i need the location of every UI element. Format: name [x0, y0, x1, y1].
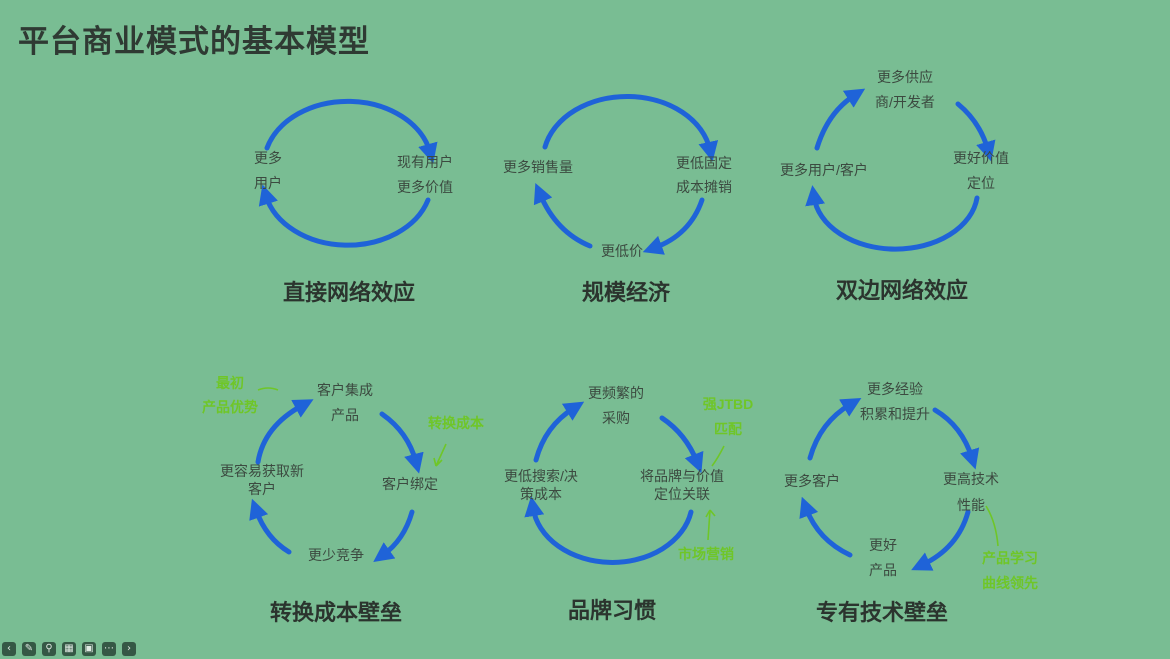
annotation-label: 曲线领先: [982, 575, 1038, 591]
node-label: 采购: [602, 410, 630, 426]
cycle-arrow: [932, 407, 980, 470]
pen-icon[interactable]: ✎: [22, 642, 36, 656]
presentation-toolbar: ‹ ✎ ⚲ ▦ ▣ ⋯ ›: [0, 639, 152, 659]
next-icon[interactable]: ›: [122, 642, 136, 656]
model-caption: 规模经济: [582, 280, 671, 305]
node-label: 商/开发者: [875, 94, 935, 110]
node-label: 性能: [957, 497, 985, 513]
node-label: 客户: [248, 481, 276, 497]
node-label: 更容易获取新: [220, 463, 304, 479]
cycle-arrow: [255, 399, 314, 465]
annotation-pointer: [257, 387, 279, 391]
model-economies-of-scale: 更多销售量 更低固定 成本摊销 更低价 规模经济: [503, 93, 732, 305]
annotation-pointer: [711, 445, 725, 467]
model-caption: 品牌习惯: [568, 598, 656, 623]
cycle-arrow: [814, 88, 866, 151]
model-caption: 双边网络效应: [836, 278, 968, 303]
annotation-label: 强JTBD: [703, 396, 754, 412]
node-label: 更多销售量: [503, 159, 573, 175]
node-label: 更多供应: [877, 69, 933, 85]
model-switching-cost-barrier: 客户集成 产品 客户绑定 更少竞争 更容易获取新 客户 最初 产品优势 转换成本…: [202, 375, 485, 625]
node-label: 产品: [869, 562, 897, 578]
cycle-arrow: [373, 509, 415, 562]
zoom-icon[interactable]: ⚲: [42, 642, 56, 656]
cycle-arrow: [249, 498, 292, 555]
model-caption: 专有技术壁垒: [816, 600, 948, 625]
node-label: 更低固定: [676, 155, 732, 171]
prev-icon[interactable]: ‹: [2, 642, 16, 656]
node-label: 策成本: [520, 486, 562, 502]
annotation-label: 产品学习: [982, 550, 1038, 566]
node-label: 更少竞争: [308, 547, 364, 563]
more-icon[interactable]: ⋯: [102, 642, 116, 656]
node-label: 更低搜索/决: [504, 468, 578, 484]
model-caption: 直接网络效应: [283, 280, 415, 305]
node-label: 客户集成: [317, 382, 373, 398]
cycle-arrow: [533, 182, 593, 249]
camera-icon[interactable]: ▣: [82, 642, 96, 656]
annotation-label: 最初: [216, 375, 244, 391]
node-label: 积累和提升: [860, 406, 930, 422]
cycle-arrow: [258, 184, 431, 248]
annotation-pointer: [985, 505, 999, 547]
node-label: 产品: [331, 407, 359, 423]
model-two-sided-network-effect: 更多供应 商/开发者 更好价值 定位 更多用户/客户 双边网络效应: [780, 69, 1009, 303]
cycle-arrow: [542, 93, 719, 162]
node-label: 更好价值: [953, 150, 1009, 166]
node-label: 更多: [254, 150, 282, 166]
cycle-arrow: [642, 197, 705, 255]
node-label: 更高技术: [943, 471, 999, 487]
annotation-label: 匹配: [714, 421, 742, 437]
node-label: 成本摊销: [676, 179, 732, 195]
node-label: 定位: [967, 175, 995, 191]
node-label: 更频繁的: [588, 385, 644, 401]
annotation-label: 市场营销: [678, 546, 734, 562]
model-proprietary-tech-barrier: 更多经验 积累和提升 更高技术 性能 更好 产品 更多客户 产品学习 曲线领先 …: [784, 381, 1038, 625]
node-label: 更多客户: [784, 473, 840, 489]
slide-title: 平台商业模式的基本模型: [18, 24, 370, 59]
annotation-label: 转换成本: [428, 415, 485, 431]
node-label: 将品牌与价值: [640, 468, 724, 484]
node-label: 定位关联: [654, 486, 710, 502]
node-label: 更低价: [601, 243, 643, 259]
model-direct-network-effect: 更多 用户 现有用户 更多价值 直接网络效应: [254, 98, 453, 305]
cycle-arrow: [659, 415, 704, 474]
cycle-arrow: [799, 496, 853, 558]
model-brand-habit: 更频繁的 采购 将品牌与价值 定位关联 更低搜索/决 策成本 强JTBD 匹配 …: [504, 385, 753, 623]
cycle-arrow: [805, 185, 980, 252]
node-label: 更多用户/客户: [780, 162, 868, 178]
cycle-arrow: [807, 397, 862, 461]
node-label: 更好: [869, 537, 897, 553]
cycle-arrow: [524, 496, 694, 565]
annotation-pointer: [705, 509, 716, 541]
cycle-arrow: [533, 401, 585, 463]
cycle-arrow: [955, 101, 996, 162]
cycle-arrow: [379, 411, 424, 474]
model-caption: 转换成本壁垒: [270, 600, 402, 625]
node-label: 现有用户: [397, 154, 453, 170]
node-label: 客户绑定: [382, 476, 438, 492]
cycle-arrow: [264, 98, 438, 164]
annotation-pointer: [433, 443, 447, 467]
node-label: 用户: [254, 175, 282, 191]
slides-icon[interactable]: ▦: [62, 642, 76, 656]
node-label: 更多价值: [397, 179, 453, 195]
node-label: 更多经验: [867, 381, 923, 397]
annotation-label: 产品优势: [202, 399, 258, 415]
cycle-arrow: [911, 509, 971, 571]
